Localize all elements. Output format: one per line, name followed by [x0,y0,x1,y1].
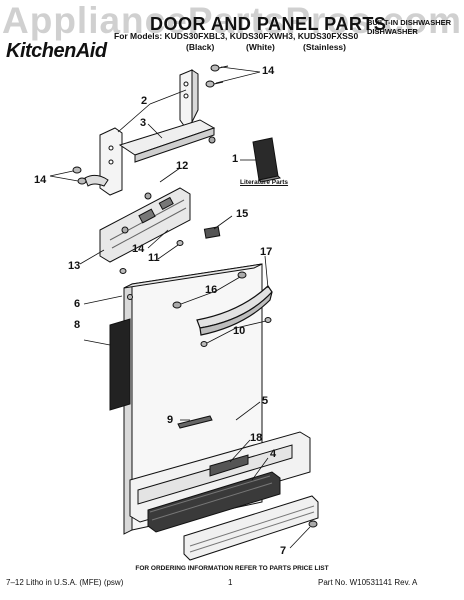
models-line: For Models: KUDS30FXBL3, KUDS30FXWH3, KU… [114,31,359,41]
callout-17: 17 [260,246,273,258]
literature-booklet [252,137,282,183]
page-number: 1 [228,578,233,587]
hinge-bracket-left [84,127,123,196]
screws-10 [200,317,272,347]
callout-1: 1 [232,153,239,165]
callout-14-left: 14 [34,174,47,186]
door-handle [196,285,273,336]
appliance-line-2: Dishwasher [367,27,418,36]
callout-4: 4 [270,448,277,460]
ordering-note: FOR ORDERING INFORMATION REFER TO PARTS … [135,565,329,572]
callout-14-mid: 14 [132,243,145,255]
callout-14-top-right: 14 [262,65,275,77]
door-clip [177,415,213,429]
part-number: Part No. W10531141 Rev. A [318,578,418,587]
page-title: DOOR AND PANEL PARTS [150,14,387,34]
leader-lines [49,66,311,549]
callout-3: 3 [140,117,147,129]
callout-6: 6 [74,298,81,310]
vent-strip [118,119,216,163]
callout-8: 8 [74,319,81,331]
appliance-type: Built-In Dishwasher Dishwasher [367,18,451,36]
callout-18: 18 [250,432,263,444]
callout-12: 12 [176,160,189,172]
callout-13: 13 [68,260,81,272]
insulation-block [147,471,281,533]
callout-16: 16 [205,284,218,296]
callout-15: 15 [236,208,249,220]
control-console [99,187,191,263]
litho-info: 7–12 Litho in U.S.A. (MFE) (psw) [6,578,124,587]
variant-white: (White) [246,42,275,52]
literature-parts-label: Literature Parts [240,179,289,186]
variant-stainless: (Stainless) [303,42,346,52]
access-panel [137,444,293,505]
handle-studs [172,271,247,309]
screw-7 [308,520,318,528]
callout-10: 10 [233,325,246,337]
brand-logo: KitchenAid [6,40,107,62]
appliance-line-1: Built-In Dishwasher [367,18,452,27]
callout-7: 7 [280,545,287,557]
hinge-bracket-right [179,69,199,128]
screws-left [72,166,87,185]
screws-11 [119,240,184,274]
callout-9: 9 [167,414,174,426]
callout-2: 2 [141,95,148,107]
screws-upper-right [205,64,229,88]
toe-panel [183,495,319,561]
callout-5: 5 [262,395,269,407]
callout-11: 11 [148,252,160,264]
door-badge [203,226,221,239]
variant-black: (Black) [186,42,215,52]
insulation-panel [109,318,131,411]
